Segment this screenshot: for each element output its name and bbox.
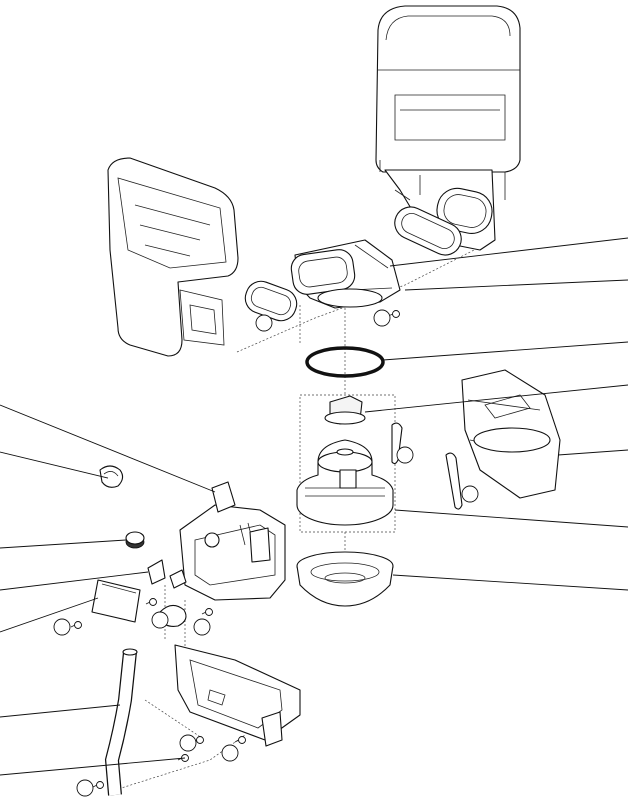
leader-line [0, 451, 109, 479]
screw [92, 781, 104, 789]
leader-lines [0, 237, 628, 776]
screw [387, 310, 400, 318]
rear-panel [107, 157, 239, 357]
right-duct-flange [436, 187, 493, 234]
hose-clips [391, 422, 463, 510]
latch [147, 559, 187, 589]
callout [461, 485, 479, 503]
leader-line [0, 571, 149, 591]
leader-line [0, 704, 121, 718]
callout [76, 779, 94, 797]
callout [221, 744, 239, 762]
motor-assembly [296, 395, 394, 526]
leader-line [364, 384, 628, 413]
leader-line [0, 757, 186, 776]
callout [151, 611, 169, 629]
callout [193, 618, 211, 636]
callout [373, 309, 391, 327]
filter-pad [91, 579, 141, 623]
callout [255, 314, 273, 332]
leader-line [392, 574, 628, 591]
callout [396, 446, 414, 464]
leader-line [0, 597, 99, 633]
motor-base [296, 551, 394, 607]
screw [201, 608, 213, 616]
impeller-bracket [179, 481, 286, 601]
leader-line [557, 449, 628, 456]
callout [53, 618, 71, 636]
bushing [125, 531, 145, 549]
leader-line [389, 237, 628, 267]
base-bracket [174, 644, 301, 747]
screw [145, 598, 157, 606]
hinge-clip [99, 465, 124, 488]
oval-gasket-right [394, 206, 462, 256]
leader-line [0, 539, 127, 549]
screw [70, 621, 82, 629]
screw [234, 736, 246, 744]
fan-shroud [461, 369, 561, 499]
callout-circles [53, 309, 479, 797]
oval-gasket-left [244, 280, 298, 322]
elbow-duct [290, 239, 401, 309]
leader-line [0, 404, 216, 493]
leader-line [394, 509, 628, 528]
leader-line [404, 279, 628, 291]
o-ring [305, 346, 385, 378]
drain-tube [104, 648, 138, 796]
callout [179, 734, 197, 752]
leader-line [382, 341, 628, 361]
